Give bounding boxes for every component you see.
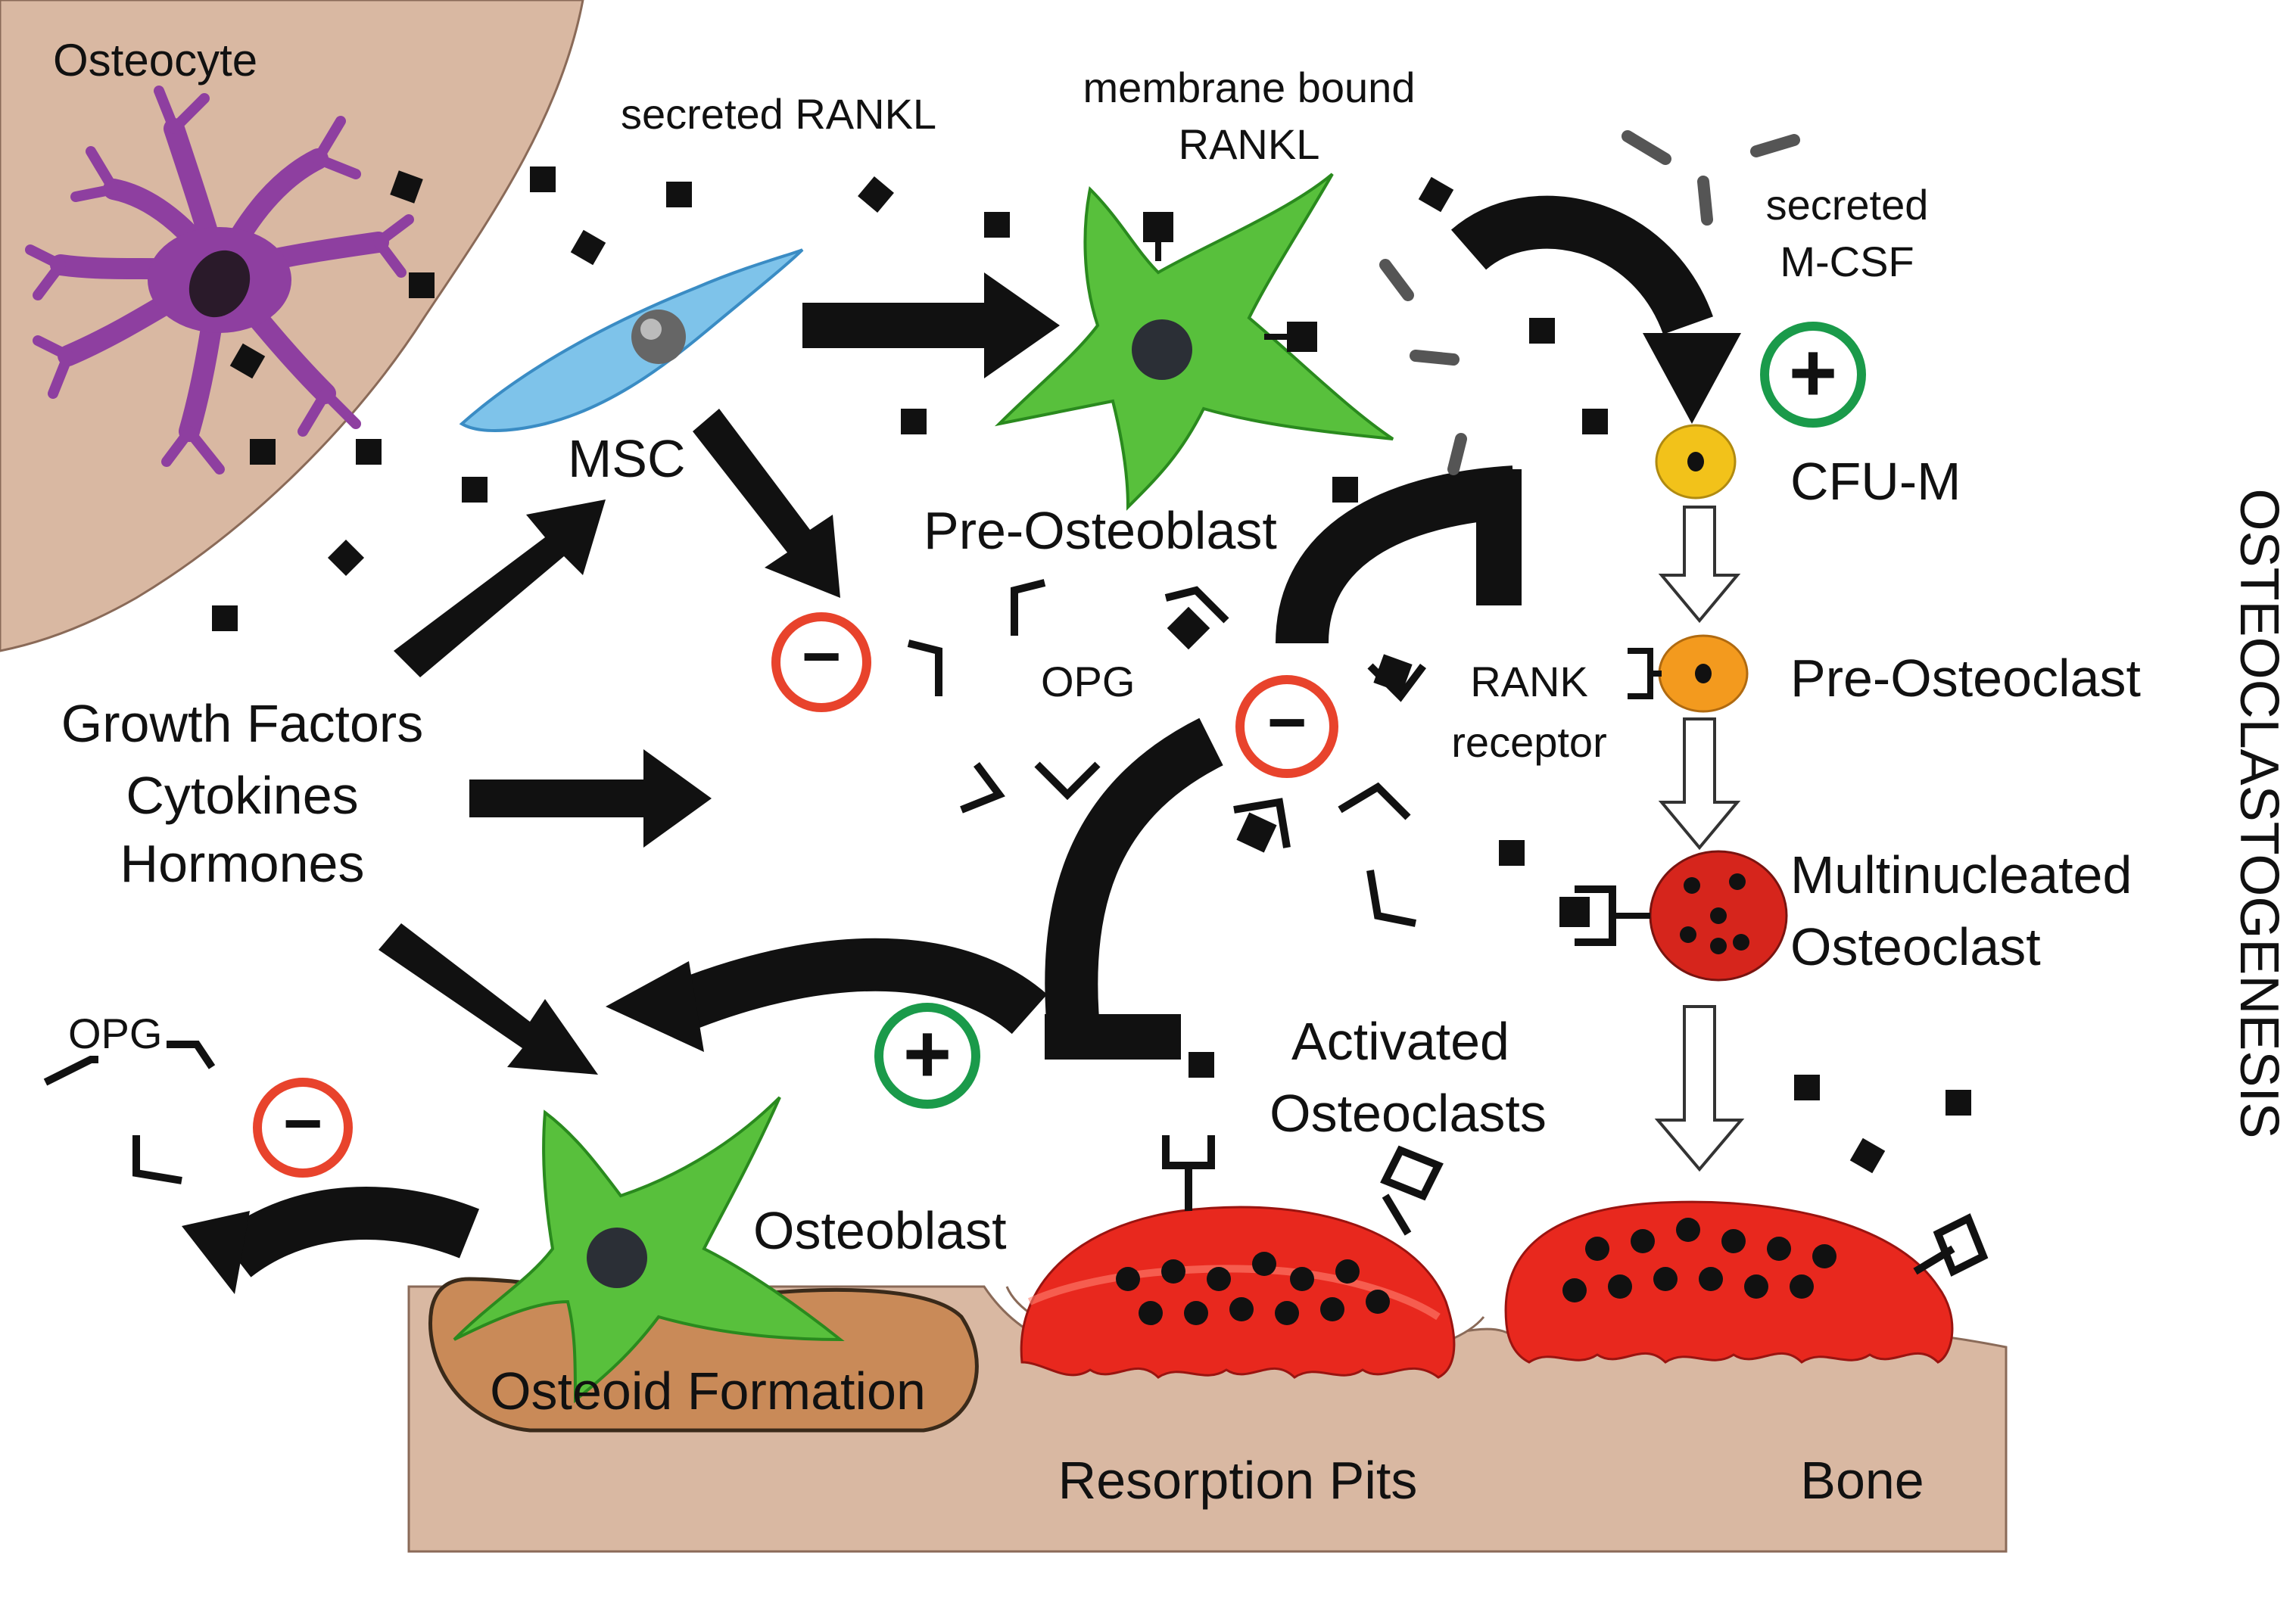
opg-rankl-complexes <box>1164 586 1426 853</box>
svg-text:+: + <box>903 1007 952 1100</box>
curved-arrowheads <box>182 333 1741 1294</box>
activate-symbol-cfu: + <box>1760 322 1866 428</box>
label-osteoid-formation: Osteoid Formation <box>490 1361 926 1421</box>
osteoclast-receptors <box>1162 1135 1989 1277</box>
black-arrows <box>379 272 1060 1075</box>
label-activated-2: Osteoclasts <box>1269 1084 1547 1143</box>
label-multinucleated-2: Osteoclast <box>1790 917 2041 976</box>
label-activated-1: Activated <box>1291 1012 1509 1071</box>
pre-osteoclast-cell <box>1658 634 1749 713</box>
rank-receptor-symbol <box>1628 648 1662 699</box>
label-opg-left: OPG <box>68 1010 162 1057</box>
osteocyte-bone-region <box>0 0 584 652</box>
svg-text:+: + <box>1789 326 1837 419</box>
inhibit-symbol-msc: − <box>771 612 871 712</box>
svg-text:−: − <box>283 1086 323 1162</box>
inhibition-bars <box>1045 469 1522 1060</box>
label-resorption-pits: Resorption Pits <box>1058 1451 1418 1510</box>
label-secreted-mcsf-1: secreted <box>1766 181 1929 229</box>
activated-osteoclast-1 <box>1020 1206 1456 1379</box>
label-rank-receptor-1: RANK <box>1470 658 1588 705</box>
svg-text:−: − <box>802 619 842 695</box>
label-cytokines: Cytokines <box>126 766 358 825</box>
inhibit-symbol-opg: − <box>1235 675 1338 778</box>
rankl-squares <box>212 166 1971 1174</box>
label-cfu-m: CFU-M <box>1790 452 1961 511</box>
osteocyte-cell <box>25 86 414 475</box>
mcsf-dashes <box>1379 130 1800 475</box>
pre-osteoblast-cell <box>994 173 1394 511</box>
activate-symbol-osteoblast: + <box>874 1003 980 1109</box>
label-hormones: Hormones <box>120 834 365 893</box>
inhibit-symbol-left: − <box>253 1078 353 1178</box>
activated-osteoclast-2 <box>1504 1200 1954 1364</box>
label-osteoclastogenesis: OSTEOCLASTOGENESIS <box>2229 489 2289 1139</box>
label-pre-osteoblast: Pre-Osteoblast <box>924 501 1277 560</box>
label-pre-osteoclast: Pre-Osteoclast <box>1790 649 2141 708</box>
label-multinucleated-1: Multinucleated <box>1790 845 2132 904</box>
osteoclast-nuclei <box>1116 1218 1836 1325</box>
cfu-m-cell <box>1655 424 1737 499</box>
label-membrane-bound-rankl-2: RANKL <box>1179 120 1320 168</box>
label-rank-receptor-2: receptor <box>1451 718 1606 766</box>
label-bone: Bone <box>1800 1451 1924 1510</box>
label-msc: MSC <box>568 429 686 488</box>
osteoblast-cell <box>453 1096 845 1404</box>
osteoid-formation-region <box>428 1277 979 1433</box>
msc-cell <box>459 248 804 432</box>
lineage-arrows <box>1654 506 1745 1172</box>
label-growth-factors: Growth Factors <box>61 694 423 753</box>
curved-arrows <box>218 195 1713 1278</box>
label-opg-center: OPG <box>1041 658 1135 705</box>
label-osteocyte: Osteocyte <box>53 35 257 86</box>
label-membrane-bound-rankl-1: membrane bound <box>1083 64 1416 111</box>
svg-text:−: − <box>1267 685 1307 761</box>
label-secreted-rankl: secreted RANKL <box>621 90 936 138</box>
opg-chevrons <box>43 579 1416 1184</box>
label-osteoblast: Osteoblast <box>753 1201 1007 1260</box>
multinucleated-osteoclast-cell <box>1559 850 1788 982</box>
label-secreted-mcsf-2: M-CSF <box>1780 238 1914 285</box>
